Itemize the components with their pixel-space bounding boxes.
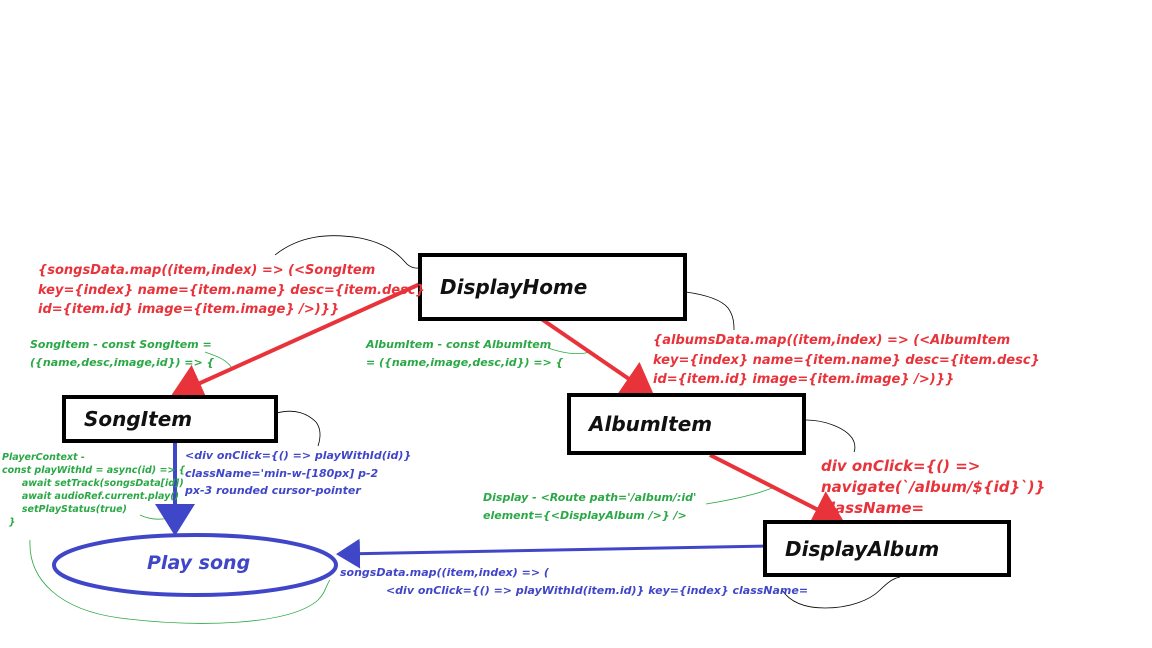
- scribble-albumitem: [805, 419, 856, 453]
- scribble-displayalbum: [781, 576, 901, 609]
- note-song-click: <div onClick={() => playWithId(id)} clas…: [185, 449, 412, 497]
- play-song-label: Play song: [147, 552, 251, 574]
- note-player-context: PlayerContext - const playWithId = async…: [2, 452, 186, 528]
- note-albums-map: {albumsData.map((item,index) => (<AlbumI…: [653, 333, 1040, 387]
- note-album-songs-map: songsData.map((item,index) => ( <div onC…: [340, 566, 809, 597]
- node-album-item-label: AlbumItem: [589, 412, 713, 436]
- arrow-displayalbum-to-play: [336, 538, 769, 569]
- scribble-green-song: [204, 351, 233, 369]
- scribble-songitem: [276, 410, 321, 447]
- node-display-album-label: DisplayAlbum: [785, 536, 940, 561]
- node-display-home: DisplayHome: [418, 253, 687, 321]
- note-song-item-def: SongItem - const SongItem = ({name,desc,…: [30, 338, 215, 369]
- note-album-click: div onClick={() => navigate(`/album/${id…: [821, 457, 1046, 517]
- scribble-green-player: [29, 539, 331, 624]
- arrow-home-to-albumitem: [538, 316, 655, 397]
- scribble-green-album: [547, 347, 591, 355]
- scribble-displayhome-right: [685, 291, 735, 331]
- play-song-ellipse: [52, 533, 338, 597]
- note-display-route: Display - <Route path='/album/:id' eleme…: [483, 491, 697, 522]
- note-album-item-def: AlbumItem - const AlbumItem = ({name,ima…: [366, 338, 564, 369]
- arrow-home-to-songitem: [170, 282, 421, 402]
- node-album-item: AlbumItem: [567, 393, 806, 455]
- arrow-albumitem-to-displayalbum: [709, 453, 846, 527]
- note-songs-map: {songsData.map((item,index) => (<SongIte…: [38, 263, 425, 317]
- scribble-displayhome: [274, 235, 423, 269]
- scribble-green-route: [705, 487, 773, 505]
- node-display-home-label: DisplayHome: [440, 275, 588, 299]
- node-display-album: DisplayAlbum: [763, 520, 1011, 577]
- node-song-item: SongItem: [62, 395, 278, 443]
- node-song-item-label: SongItem: [84, 407, 193, 431]
